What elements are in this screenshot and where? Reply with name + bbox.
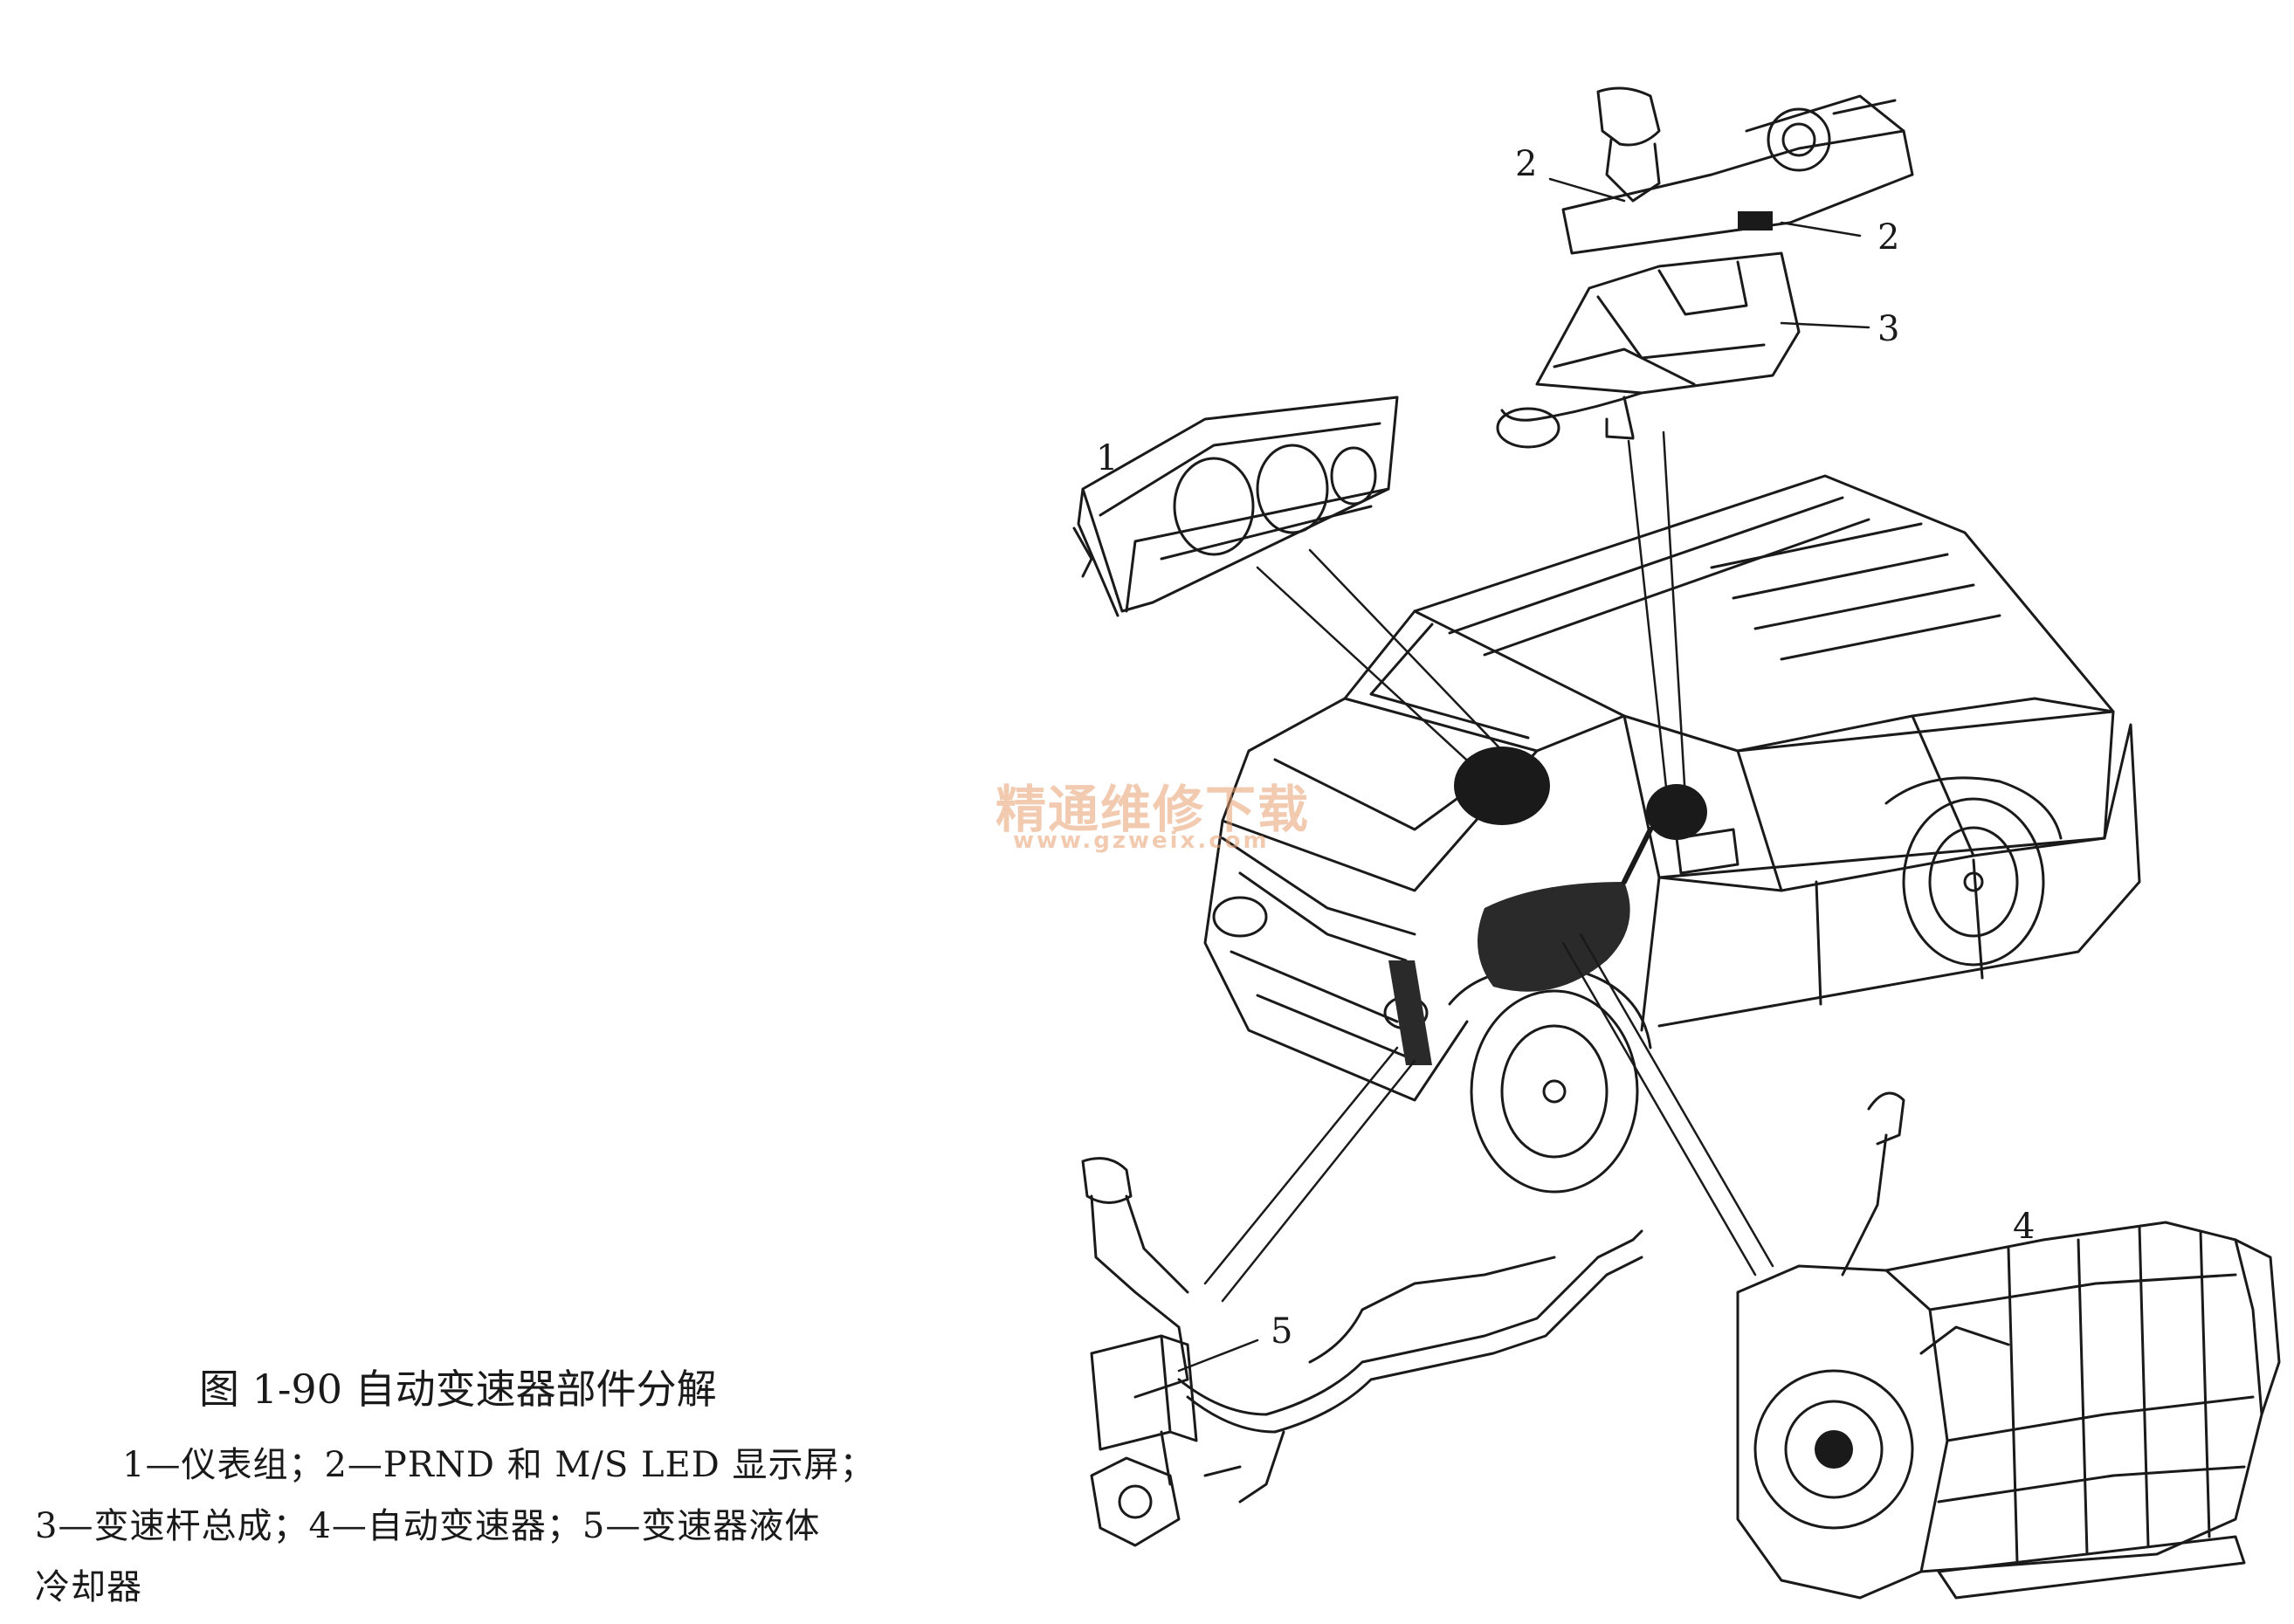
figure-caption-title: 图 1-90 自动变速器部件分解	[199, 1366, 717, 1413]
figure-caption-line-2: 3—变速杆总成；4—自动变速器；5—变速器液体	[35, 1506, 821, 1546]
callout-2-upper: 2	[1515, 144, 1538, 184]
figure-caption-line-3: 冷却器	[35, 1567, 142, 1607]
callout-1: 1	[1096, 438, 1119, 478]
callout-4: 4	[2013, 1207, 2036, 1247]
callout-2-lower: 2	[1877, 217, 1900, 258]
gear-shift-assembly-illustration	[1496, 86, 1914, 449]
watermark-text: 精通维修下载	[995, 780, 1311, 839]
leader-lines	[1177, 177, 1870, 1373]
transmission-illustration	[1736, 1091, 2281, 1600]
fluid-cooler-illustration	[1081, 1157, 1643, 1547]
vehicle-illustration	[1203, 474, 2141, 1194]
watermark-url: www.gzweix.com	[1013, 828, 1270, 854]
callout-3: 3	[1877, 309, 1900, 349]
callout-5: 5	[1271, 1311, 1293, 1352]
instrument-cluster-illustration	[1072, 396, 1399, 617]
figure-caption-line-1: 1—仪表组；2—PRND 和 M/S LED 显示屏；	[122, 1445, 876, 1485]
